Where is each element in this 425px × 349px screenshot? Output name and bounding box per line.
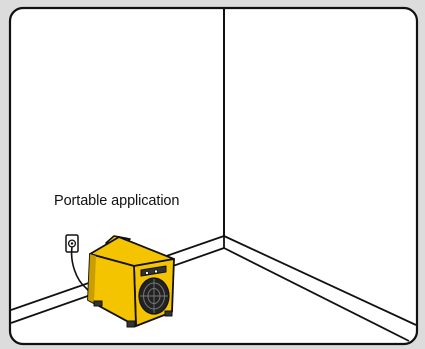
room-frame [10,8,417,344]
caption-label: Portable application [54,193,179,209]
